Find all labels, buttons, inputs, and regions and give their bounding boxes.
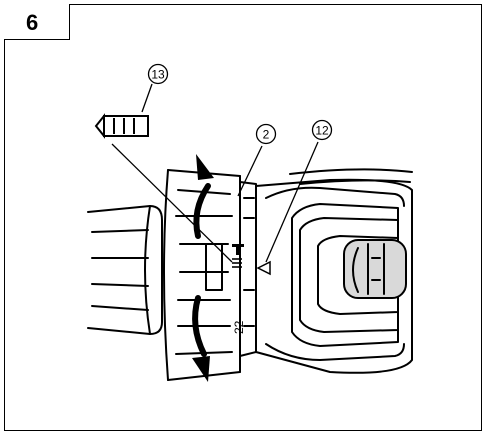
scale-value-22: 22 — [232, 320, 246, 334]
figure-number-tab: 6 — [4, 4, 70, 40]
callout-2-label: 2 — [263, 128, 270, 142]
callout-13-label: 13 — [151, 68, 165, 82]
alignment-mark-triangle — [256, 260, 271, 276]
collar — [239, 181, 257, 357]
callout-12: 12 — [311, 119, 333, 141]
drill-mode-symbol — [94, 113, 149, 139]
callout-12-label: 12 — [315, 124, 329, 138]
figure-frame — [4, 4, 482, 431]
direction-button — [343, 239, 407, 299]
callout-2: 2 — [255, 123, 277, 145]
figure-number: 6 — [26, 10, 39, 35]
drill-chuck — [87, 205, 163, 335]
callout-13: 13 — [147, 63, 169, 85]
leader-lines — [111, 83, 319, 263]
rotation-arrows — [192, 154, 214, 382]
clutch-scale: 22 — [232, 190, 246, 334]
